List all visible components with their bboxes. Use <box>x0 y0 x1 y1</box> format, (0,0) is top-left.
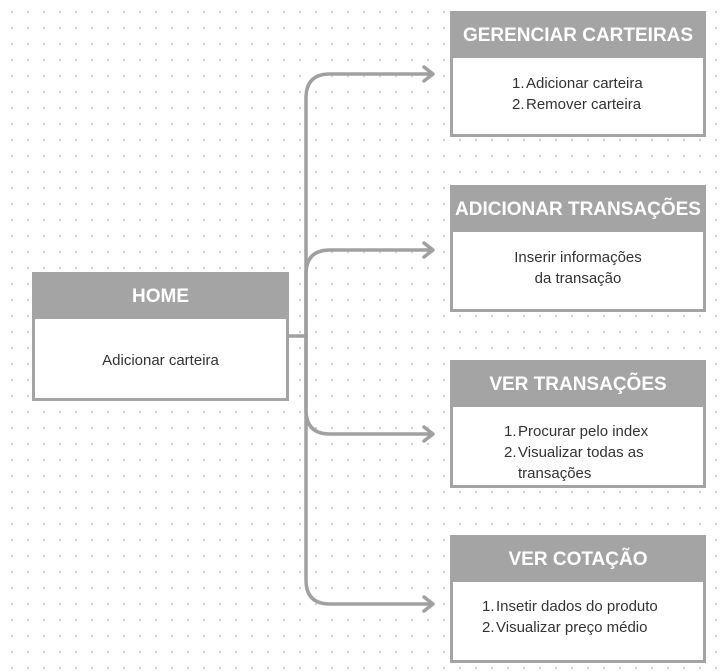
list-item-text: Adicionar carteira <box>526 75 643 92</box>
adicionar-transacoes-card: ADICIONAR TRANSAÇÕES Inserir informações… <box>450 185 706 312</box>
gerenciar-carteiras-card: GERENCIAR CARTEIRAS 1. Adicionar carteir… <box>450 11 706 137</box>
list-item-number: 1. <box>504 423 517 440</box>
list-item-number: 1. <box>482 598 495 615</box>
list-item-number: 2. <box>504 444 517 461</box>
arrowhead-adicionar <box>422 241 435 259</box>
list-item: 2. Remover carteira <box>512 94 703 115</box>
list-item-number: 1. <box>512 75 525 92</box>
home-card-body: Adicionar carteira <box>102 352 219 369</box>
ver-transacoes-card: VER TRANSAÇÕES 1. Procurar pelo index 2.… <box>450 360 706 488</box>
arrowhead-ver-cotacao <box>422 595 435 613</box>
ver-cotacao-body: 1. Insetir dados do produto 2. Visualiza… <box>453 582 703 638</box>
list-item: 1. Insetir dados do produto <box>482 596 703 617</box>
connector-to-ver-transacoes <box>304 334 434 436</box>
list-item: 1. Procurar pelo index <box>504 421 695 442</box>
ver-cotacao-title: VER COTAÇÃO <box>453 538 703 582</box>
gerenciar-carteiras-body: 1. Adicionar carteira 2. Remover carteir… <box>453 58 703 115</box>
home-card: HOME Adicionar carteira <box>32 272 289 401</box>
adicionar-transacoes-body: Inserir informações da transação <box>453 232 703 289</box>
connector-to-gerenciar <box>304 72 434 338</box>
connector-to-ver-cotacao <box>304 334 434 606</box>
list-item-text: Remover carteira <box>526 96 642 113</box>
ver-cotacao-list: 1. Insetir dados do produto 2. Visualiza… <box>482 596 703 638</box>
ver-cotacao-card: VER COTAÇÃO 1. Insetir dados do produto … <box>450 535 706 663</box>
adicionar-transacoes-title: ADICIONAR TRANSAÇÕES <box>453 188 703 232</box>
list-item-text: Visualizar preço médio <box>496 619 648 636</box>
home-card-title: HOME <box>35 275 286 319</box>
connector-to-adicionar <box>304 248 434 338</box>
ver-transacoes-list: 1. Procurar pelo index 2. Visualizar tod… <box>504 421 695 484</box>
list-item-number: 2. <box>482 619 495 636</box>
list-item: 2. Visualizar todas as transações <box>504 442 695 484</box>
list-item-number: 2. <box>512 96 525 113</box>
gerenciar-carteiras-list: 1. Adicionar carteira 2. Remover carteir… <box>512 73 703 115</box>
adicionar-transacoes-line: da transação <box>534 270 622 287</box>
adicionar-transacoes-line: Inserir informações <box>514 249 642 266</box>
gerenciar-carteiras-title: GERENCIAR CARTEIRAS <box>453 14 703 58</box>
list-item-text: Visualizar todas as transações <box>518 444 644 482</box>
arrowhead-ver-transacoes <box>422 425 435 443</box>
list-item: 1. Adicionar carteira <box>512 73 703 94</box>
ver-transacoes-body: 1. Procurar pelo index 2. Visualizar tod… <box>453 407 703 484</box>
list-item: 2. Visualizar preço médio <box>482 617 703 638</box>
list-item-text: Insetir dados do produto <box>496 598 658 615</box>
ver-transacoes-title: VER TRANSAÇÕES <box>453 363 703 407</box>
arrowhead-gerenciar <box>422 65 435 83</box>
list-item-text: Procurar pelo index <box>518 423 649 440</box>
